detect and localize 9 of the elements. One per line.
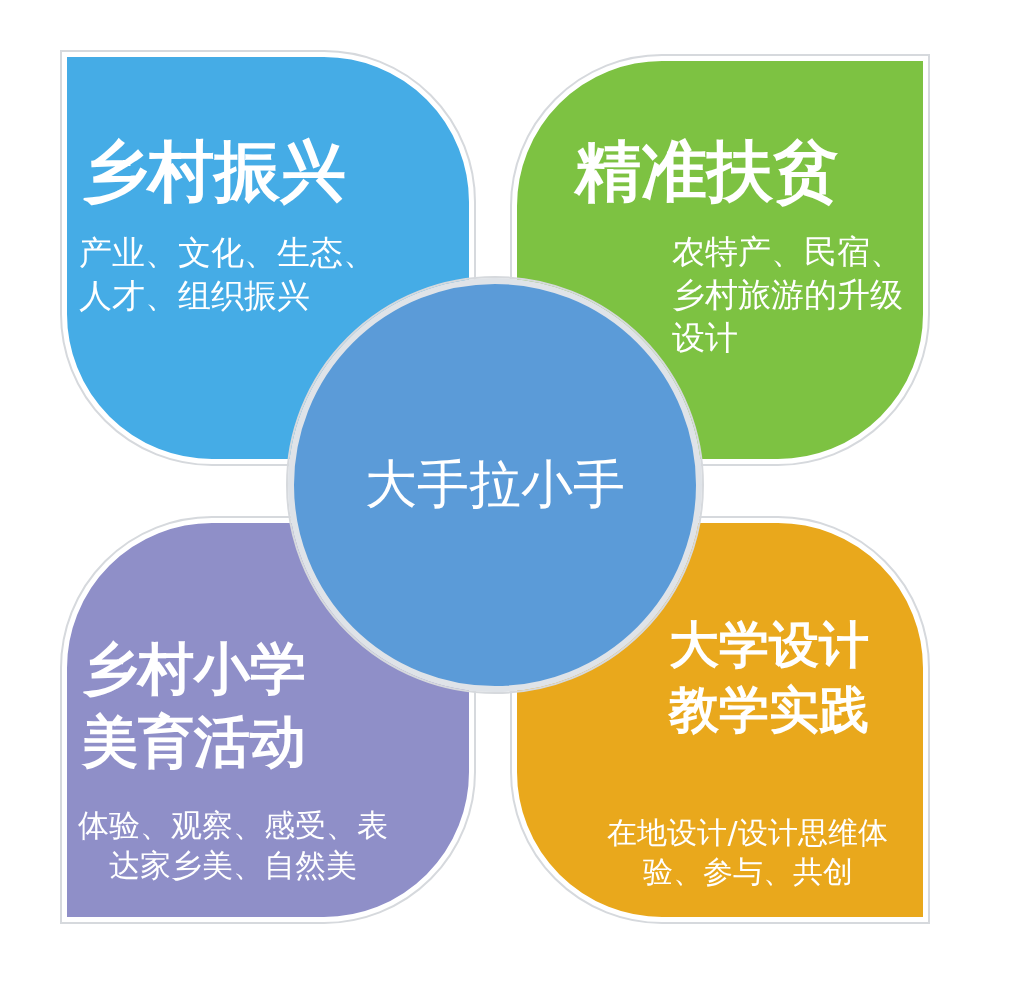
petal-heading: 大学设计教学实践 <box>669 615 870 741</box>
petal-heading: 精准扶贫 <box>575 132 839 212</box>
circle-label: 大手拉小手 <box>365 453 625 516</box>
petal-text: 在地设计/设计思维体验、参与、共创 <box>606 814 889 891</box>
petal-heading: 乡村小学美育活动 <box>82 635 307 776</box>
petal-heading: 乡村振兴 <box>82 132 346 212</box>
petal-text: 体验、观察、感受、表达家乡美、自然美 <box>77 806 390 886</box>
petal-text: 农特产、民宿、乡村旅游的升级设计 <box>672 231 904 359</box>
petal-text: 产业、文化、生态、人才、组织振兴 <box>79 232 377 317</box>
